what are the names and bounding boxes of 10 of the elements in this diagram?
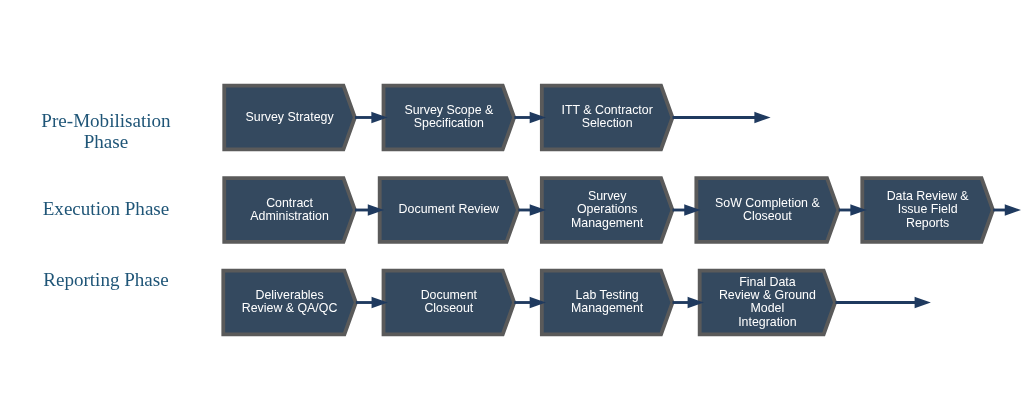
label: Pre-Mobilisation Phase	[41, 110, 171, 153]
arrow	[514, 111, 546, 124]
label: Reporting Phase	[43, 269, 169, 291]
arrow	[355, 111, 388, 124]
arrow	[672, 296, 704, 309]
arrow	[514, 296, 546, 309]
arrow	[355, 296, 388, 309]
arrow	[835, 296, 931, 309]
label: Execution Phase	[42, 197, 170, 219]
arrow	[672, 111, 771, 124]
